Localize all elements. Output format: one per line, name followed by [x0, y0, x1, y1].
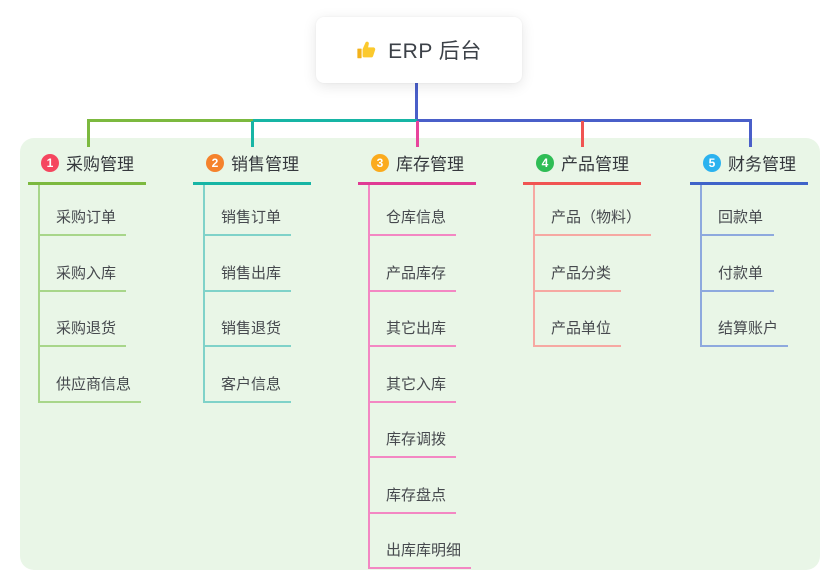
child-node[interactable]: 产品库存	[370, 236, 457, 292]
child-label: 产品库存	[386, 264, 447, 282]
child-label: 产品分类	[551, 264, 612, 282]
child-label: 销售订单	[221, 209, 282, 226]
branch-drop-connector	[749, 121, 752, 147]
child-node[interactable]: 供应商信息	[40, 347, 142, 403]
child-label: 客户信息	[221, 375, 282, 393]
child-label: 库存调拨	[386, 431, 447, 448]
branch-label: 采购管理	[66, 155, 134, 174]
branch-drop-connector	[251, 121, 254, 147]
branch-title[interactable]: 5 财务管理	[690, 148, 808, 185]
child-node[interactable]: 仓库信息	[370, 185, 457, 236]
branch-drop-connector	[87, 121, 90, 147]
child-label: 仓库信息	[386, 209, 447, 226]
child-node[interactable]: 销售退货	[205, 292, 292, 347]
child-label: 产品单位	[551, 320, 612, 337]
child-label: 采购订单	[56, 209, 117, 226]
child-node[interactable]: 采购订单	[40, 185, 127, 236]
root-node[interactable]: ERP 后台	[316, 17, 522, 83]
branch-number-badge: 5	[703, 153, 721, 172]
branch-label: 销售管理	[231, 155, 299, 174]
branch-connector-horizontal	[417, 119, 752, 122]
child-node[interactable]: 其它出库	[370, 292, 457, 347]
child-node[interactable]: 销售出库	[205, 236, 292, 292]
root-connector	[415, 83, 418, 120]
branch-title[interactable]: 2 销售管理	[193, 148, 311, 185]
child-node[interactable]: 产品分类	[535, 236, 622, 292]
child-node[interactable]: 产品（物料）	[535, 185, 652, 236]
branch-label: 产品管理	[561, 155, 629, 174]
branch-number-badge: 1	[41, 153, 59, 172]
branch-title[interactable]: 1 采购管理	[28, 148, 146, 185]
child-node[interactable]: 销售订单	[205, 185, 292, 236]
root-title: ERP 后台	[388, 40, 482, 63]
branch-number-badge: 4	[536, 153, 554, 172]
branch-connector-horizontal	[87, 119, 253, 122]
branch-label: 财务管理	[728, 155, 796, 174]
branch-drop-connector	[581, 121, 584, 147]
child-label: 付款单	[718, 264, 764, 282]
child-node[interactable]: 库存调拨	[370, 403, 457, 458]
child-label: 供应商信息	[56, 375, 132, 393]
child-label: 库存盘点	[386, 486, 447, 504]
thumbs-up-icon	[356, 39, 378, 61]
branch-column: 4 产品管理 产品（物料） 产品分类产品单位	[523, 148, 652, 347]
child-label: 采购退货	[56, 320, 117, 337]
child-label: 其它出库	[386, 320, 447, 337]
child-node[interactable]: 产品单位	[535, 292, 622, 347]
child-node[interactable]: 客户信息	[205, 347, 292, 403]
child-label: 其它入库	[386, 375, 447, 393]
branch-children: 采购订单采购入库采购退货供应商信息	[38, 185, 146, 403]
child-node[interactable]: 其它入库	[370, 347, 457, 403]
child-node[interactable]: 付款单	[702, 236, 774, 292]
branches-panel	[20, 138, 820, 570]
branch-number-badge: 2	[206, 153, 224, 172]
child-label: 出库库明细	[386, 542, 462, 559]
branch-label: 库存管理	[396, 155, 464, 174]
branch-connector-horizontal	[253, 119, 417, 122]
child-label: 产品（物料）	[551, 209, 642, 226]
child-label: 销售出库	[221, 264, 282, 282]
child-node[interactable]: 结算账户	[702, 292, 789, 347]
branch-title[interactable]: 4 产品管理	[523, 148, 641, 185]
child-node[interactable]: 采购入库	[40, 236, 127, 292]
child-node[interactable]: 出库库明细	[370, 514, 472, 569]
branch-drop-connector	[416, 121, 419, 147]
branch-children: 产品（物料） 产品分类产品单位	[533, 185, 652, 347]
branch-column: 1 采购管理 采购订单采购入库采购退货供应商信息	[28, 148, 146, 403]
child-node[interactable]: 库存盘点	[370, 458, 457, 514]
branch-column: 3 库存管理 仓库信息产品库存其它出库其它入库库存调拨库存盘点出库库明细	[358, 148, 476, 569]
branch-children: 仓库信息产品库存其它出库其它入库库存调拨库存盘点出库库明细	[368, 185, 476, 569]
branch-column: 2 销售管理 销售订单销售出库销售退货客户信息	[193, 148, 311, 403]
child-label: 销售退货	[221, 320, 282, 337]
child-node[interactable]: 回款单	[702, 185, 774, 236]
branch-children: 销售订单销售出库销售退货客户信息	[203, 185, 311, 403]
child-label: 回款单	[718, 209, 764, 226]
child-node[interactable]: 采购退货	[40, 292, 127, 347]
branch-children: 回款单付款单结算账户	[700, 185, 808, 347]
child-label: 结算账户	[718, 320, 779, 337]
branch-number-badge: 3	[371, 153, 389, 172]
child-label: 采购入库	[56, 264, 117, 282]
branch-column: 5 财务管理 回款单付款单结算账户	[690, 148, 808, 347]
branch-title[interactable]: 3 库存管理	[358, 148, 476, 185]
